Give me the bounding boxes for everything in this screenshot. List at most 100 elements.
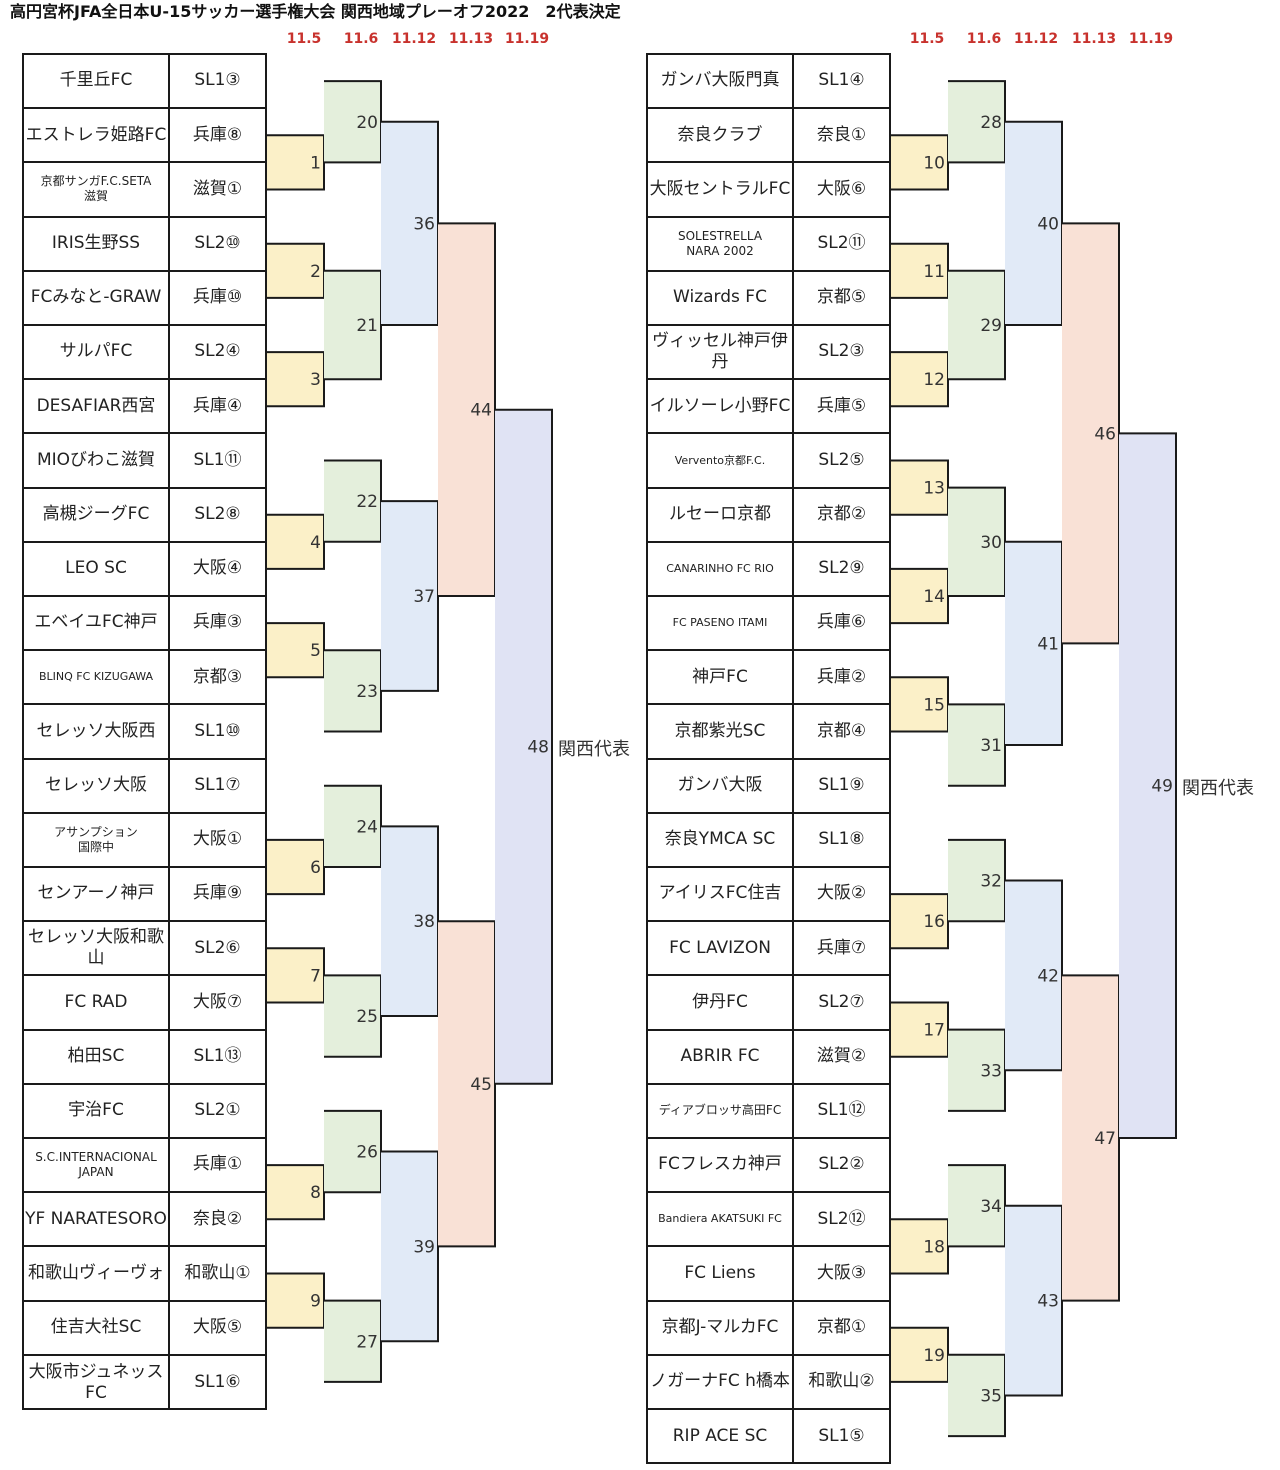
team-row: FC PASENO ITAMI 兵庫⑥ bbox=[648, 597, 889, 652]
team-name: サルパFC bbox=[24, 326, 170, 379]
team-name: IRIS生野SS bbox=[24, 217, 170, 270]
match-number: 10 bbox=[923, 153, 945, 173]
match-26: 26 bbox=[324, 1109, 382, 1194]
match-number: 4 bbox=[310, 533, 321, 553]
match-1: 1 bbox=[267, 134, 325, 191]
team-seed: 奈良① bbox=[816, 124, 867, 145]
match-18: 18 bbox=[891, 1218, 949, 1275]
match-24: 24 bbox=[324, 784, 382, 868]
team-name: MIOびわこ滋賀 bbox=[24, 434, 170, 487]
team-row: 京都サンガF.C.SETA 滋賀滋賀① bbox=[24, 163, 265, 218]
match-box bbox=[438, 921, 495, 1247]
match-number: 18 bbox=[923, 1237, 945, 1257]
match-number: 1 bbox=[310, 153, 321, 173]
team-seed: 京都② bbox=[816, 504, 867, 525]
team-name: ABRIR FC bbox=[648, 1030, 794, 1083]
match-number: 36 bbox=[413, 214, 435, 234]
team-row: IRIS生野SS SL2⑩ bbox=[24, 217, 265, 272]
match-box bbox=[381, 121, 438, 325]
team-name: ヴィッセル神戸伊丹 bbox=[648, 326, 794, 379]
kansai-representative-label-left: 関西代表 bbox=[558, 738, 630, 760]
match-number: 25 bbox=[356, 1007, 378, 1027]
match-number: 14 bbox=[923, 587, 945, 607]
match-15: 15 bbox=[891, 676, 949, 733]
team-seed: SL1③ bbox=[194, 70, 241, 91]
team-name: 高槻ジーグFC bbox=[24, 488, 170, 541]
match-42: 42 bbox=[1005, 879, 1063, 1072]
match-box bbox=[891, 1219, 948, 1274]
round-date-1: 11.5 bbox=[286, 31, 322, 47]
team-name: 京都サンガF.C.SETA 滋賀 bbox=[24, 163, 170, 216]
team-seed: SL2⑫ bbox=[817, 1208, 866, 1229]
match-number: 47 bbox=[1094, 1129, 1116, 1149]
team-seed: SL1⑦ bbox=[194, 775, 241, 796]
match-box bbox=[891, 352, 948, 407]
match-14: 14 bbox=[891, 567, 949, 625]
round-date-1: 11.5 bbox=[909, 31, 945, 47]
match-8: 8 bbox=[267, 1164, 325, 1221]
match-box bbox=[891, 677, 948, 732]
team-seed: SL2② bbox=[818, 1154, 865, 1175]
team-seed: 兵庫⑥ bbox=[816, 612, 867, 633]
match-12: 12 bbox=[891, 351, 949, 408]
match-number: 38 bbox=[413, 912, 435, 932]
team-seed: 滋賀② bbox=[816, 1046, 867, 1067]
match-25: 25 bbox=[324, 974, 382, 1058]
match-number: 28 bbox=[980, 113, 1002, 133]
match-box bbox=[1119, 433, 1176, 1138]
match-number: 22 bbox=[356, 492, 378, 512]
match-11: 11 bbox=[891, 242, 949, 299]
match-box bbox=[267, 623, 324, 678]
match-box bbox=[891, 135, 948, 190]
team-name: RIP ACE SC bbox=[648, 1410, 794, 1465]
match-9: 9 bbox=[267, 1272, 325, 1329]
match-number: 26 bbox=[356, 1143, 378, 1163]
match-box bbox=[891, 568, 948, 624]
team-seed: 兵庫⑨ bbox=[192, 883, 243, 904]
team-seed: 兵庫⑧ bbox=[192, 124, 243, 145]
team-row: ルセーロ京都京都② bbox=[648, 488, 889, 543]
team-name: 京都紫光SC bbox=[648, 705, 794, 758]
team-name: CANARINHO FC RIO bbox=[648, 542, 794, 595]
match-number: 20 bbox=[356, 113, 378, 133]
match-44: 44 bbox=[438, 222, 496, 597]
team-seed: 兵庫⑦ bbox=[816, 937, 867, 958]
round-date-5: 11.19 bbox=[504, 31, 550, 47]
team-name: ガンバ大阪門真 bbox=[648, 55, 794, 108]
match-number: 49 bbox=[1151, 777, 1173, 797]
team-seed: 兵庫⑩ bbox=[192, 287, 243, 308]
match-box bbox=[324, 975, 381, 1057]
match-49: 49 bbox=[1119, 432, 1177, 1139]
match-number: 3 bbox=[310, 370, 321, 390]
match-number: 15 bbox=[923, 695, 945, 715]
team-seed: SL2⑩ bbox=[194, 233, 241, 254]
match-21: 21 bbox=[324, 269, 382, 381]
team-seed: 和歌山② bbox=[808, 1371, 875, 1392]
team-name: セレッソ大阪和歌山 bbox=[24, 922, 170, 975]
team-seed: SL1④ bbox=[818, 70, 865, 91]
match-box bbox=[267, 352, 324, 407]
match-number: 34 bbox=[980, 1197, 1002, 1217]
match-number: 37 bbox=[413, 587, 435, 607]
team-name: FC PASENO ITAMI bbox=[648, 597, 794, 650]
team-seed: 兵庫④ bbox=[192, 395, 243, 416]
match-box bbox=[948, 704, 1005, 786]
team-name: ガンバ大阪 bbox=[648, 759, 794, 812]
team-name: FCフレスカ神戸 bbox=[648, 1139, 794, 1192]
match-box bbox=[267, 1273, 324, 1328]
team-name: センアーノ神戸 bbox=[24, 868, 170, 921]
match-box bbox=[495, 409, 552, 1084]
